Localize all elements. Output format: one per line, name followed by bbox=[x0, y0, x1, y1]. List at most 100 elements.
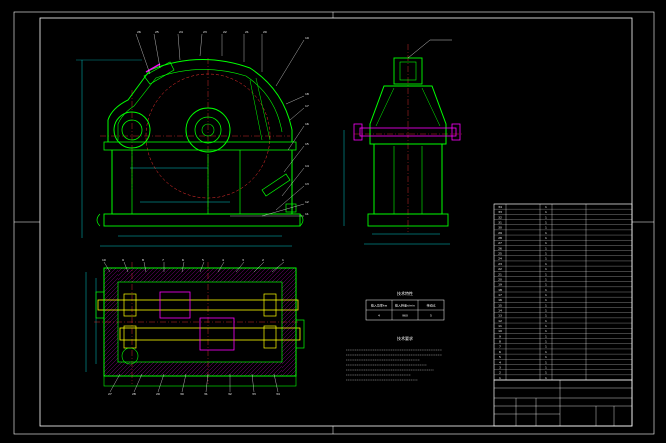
bom-cell: 17 bbox=[498, 293, 502, 297]
side-foot bbox=[367, 213, 449, 227]
bom-cell: 7 bbox=[499, 345, 501, 349]
hatch-line bbox=[103, 345, 119, 361]
bom-cell: 1 bbox=[499, 376, 501, 380]
housing-cover bbox=[107, 58, 293, 142]
hatch-line bbox=[263, 267, 279, 283]
hatch-line bbox=[103, 301, 119, 317]
bom-cell: 20 bbox=[498, 277, 502, 281]
leader-line bbox=[181, 261, 185, 273]
bom-cell: 23 bbox=[498, 262, 502, 266]
hatch-line bbox=[281, 269, 297, 285]
bom-cell: 1 bbox=[545, 221, 547, 225]
hatch-line bbox=[285, 365, 297, 377]
bom-cell: 16 bbox=[498, 298, 502, 302]
bom-cell: 1 bbox=[545, 210, 547, 214]
bom-cell: 13 bbox=[498, 314, 502, 318]
callout-number: 33 bbox=[252, 392, 256, 396]
hatch-line bbox=[103, 267, 117, 281]
bom-cell: 8 bbox=[499, 340, 501, 344]
hatch-line bbox=[135, 267, 151, 283]
hatch-line bbox=[103, 321, 119, 337]
bom-cell: 1 bbox=[545, 215, 547, 219]
hatch-line bbox=[167, 361, 183, 377]
housing-cover-inner bbox=[117, 69, 283, 140]
tech-value-power: 4 bbox=[378, 314, 380, 318]
callout-number: 9 bbox=[122, 258, 124, 262]
lifting-hook bbox=[299, 213, 304, 227]
bom-cell: 1 bbox=[545, 288, 547, 292]
bom-cell: 30 bbox=[498, 226, 502, 230]
bom-cell: 1 bbox=[545, 298, 547, 302]
leader-line bbox=[135, 33, 151, 75]
hatch-line bbox=[227, 361, 243, 377]
callout-number: 31 bbox=[204, 392, 208, 396]
hatch-line bbox=[117, 267, 131, 281]
bom-row: 16 1 bbox=[498, 298, 547, 302]
callout-number: 6 bbox=[182, 258, 184, 262]
hatch-line bbox=[281, 301, 297, 317]
hatch-line bbox=[243, 361, 259, 377]
callout-number: 29 bbox=[156, 392, 160, 396]
hatch-line bbox=[103, 281, 119, 297]
bom-cell: 18 bbox=[498, 288, 502, 292]
hatch-line bbox=[223, 361, 239, 377]
bom-cell: 3 bbox=[499, 365, 501, 369]
split-flange bbox=[103, 141, 297, 151]
hatch-line bbox=[151, 361, 167, 377]
hatch-line bbox=[103, 289, 119, 305]
leader-line bbox=[123, 261, 129, 273]
callout-number: 22 bbox=[223, 30, 227, 34]
hatch-line bbox=[103, 297, 119, 313]
hatch-line bbox=[123, 267, 139, 283]
bom-cell: 28 bbox=[498, 236, 502, 240]
hatch-line bbox=[103, 309, 119, 325]
callout-number: 7 bbox=[162, 258, 164, 262]
hatch-line bbox=[199, 361, 215, 377]
bom-cell: 1 bbox=[545, 329, 547, 333]
lifting-hook bbox=[96, 213, 101, 227]
callout-number: 8 bbox=[142, 258, 144, 262]
leader-line bbox=[273, 373, 279, 393]
leader-line bbox=[251, 373, 255, 393]
callout-number: 28 bbox=[132, 392, 136, 396]
hatch-line bbox=[103, 267, 113, 277]
hatch-line bbox=[281, 289, 297, 305]
hatch-line bbox=[281, 325, 297, 341]
tech-characteristics-table: 技术特性 输入功率kw 输入转速r/min 传动比 4 960 5 bbox=[365, 290, 445, 321]
hatch-line bbox=[281, 353, 297, 369]
bearing-boss-input-inner bbox=[121, 119, 143, 141]
callout-number: 21 bbox=[245, 30, 249, 34]
bom-cell: 1 bbox=[545, 376, 547, 380]
bom-cell: 1 bbox=[545, 205, 547, 209]
bearing-boss-output-inner bbox=[194, 116, 222, 144]
hatch-line bbox=[235, 267, 251, 283]
hatch-line bbox=[127, 267, 143, 283]
side-cover bbox=[369, 85, 447, 145]
callout-number: 30 bbox=[180, 392, 184, 396]
gear-section bbox=[199, 317, 235, 351]
hatch-line bbox=[103, 267, 109, 273]
hatch-line bbox=[191, 361, 207, 377]
hatch-line bbox=[103, 353, 119, 369]
bom-cell: 9 bbox=[499, 334, 501, 338]
hatch-line bbox=[183, 267, 199, 283]
bearing-section bbox=[123, 293, 137, 317]
hatch-line bbox=[211, 267, 227, 283]
callout-number: 5 bbox=[202, 258, 204, 262]
leader-line bbox=[177, 33, 181, 61]
hatch-line bbox=[119, 361, 135, 377]
hatch-line bbox=[167, 267, 183, 283]
bom-cell: 10 bbox=[498, 329, 502, 333]
bom-cell: 1 bbox=[545, 319, 547, 323]
hatch-line bbox=[103, 329, 119, 345]
pinion-section bbox=[159, 291, 191, 319]
